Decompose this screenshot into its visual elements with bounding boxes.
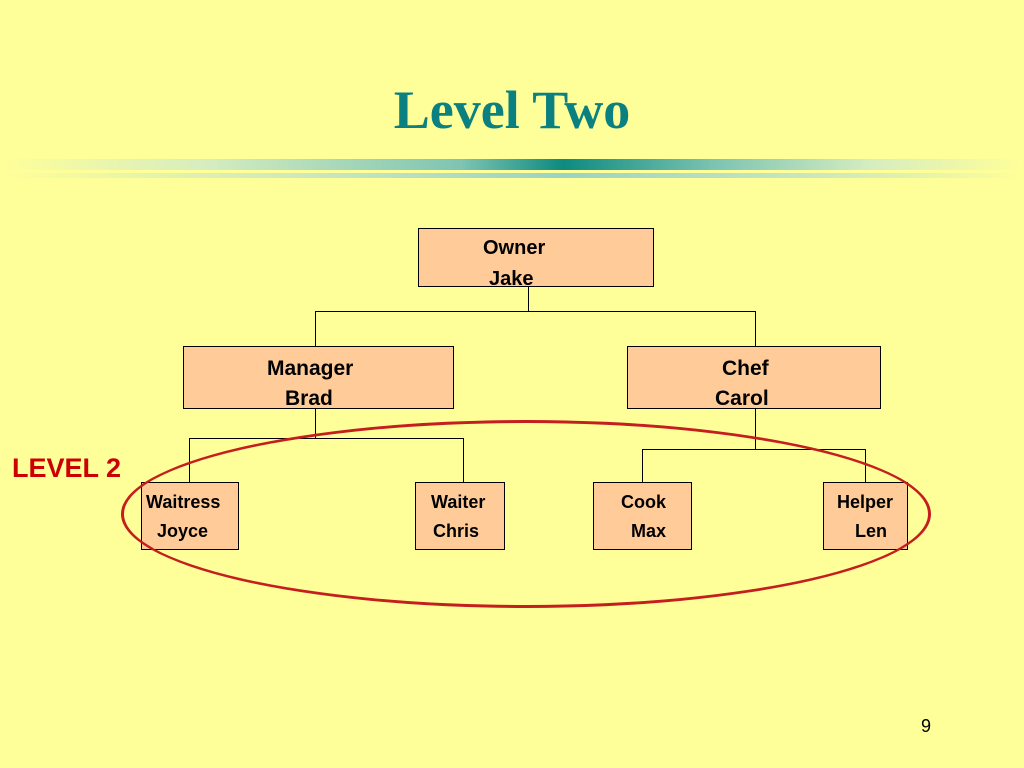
org-box-person: Jake — [489, 268, 534, 290]
org-box-role: Chef — [722, 357, 769, 380]
page-number: 9 — [921, 716, 932, 736]
org-box-chef: Chef Carol — [627, 346, 881, 410]
connector-chef-up — [755, 311, 756, 346]
title-divider-thin — [0, 173, 1024, 178]
org-box-owner: Owner Jake — [418, 228, 654, 290]
org-box-person: Brad — [285, 387, 333, 410]
connector-manager-down — [315, 409, 316, 438]
connector-chef-down — [755, 409, 756, 449]
org-box-manager: Manager Brad — [183, 346, 454, 410]
connector-level1-bar — [315, 311, 755, 312]
slide-title: Level Two — [393, 80, 631, 140]
connector-manager-up — [315, 311, 316, 346]
level-2-highlight-ellipse — [121, 420, 931, 608]
level-2-label: LEVEL 2 — [12, 453, 122, 483]
title-divider — [0, 159, 1024, 170]
org-box-role: Manager — [267, 357, 354, 380]
connector-owner-down — [528, 287, 529, 311]
org-box-role: Owner — [483, 237, 546, 259]
org-box-person: Carol — [715, 387, 769, 410]
connector-waitress-up — [189, 438, 190, 482]
